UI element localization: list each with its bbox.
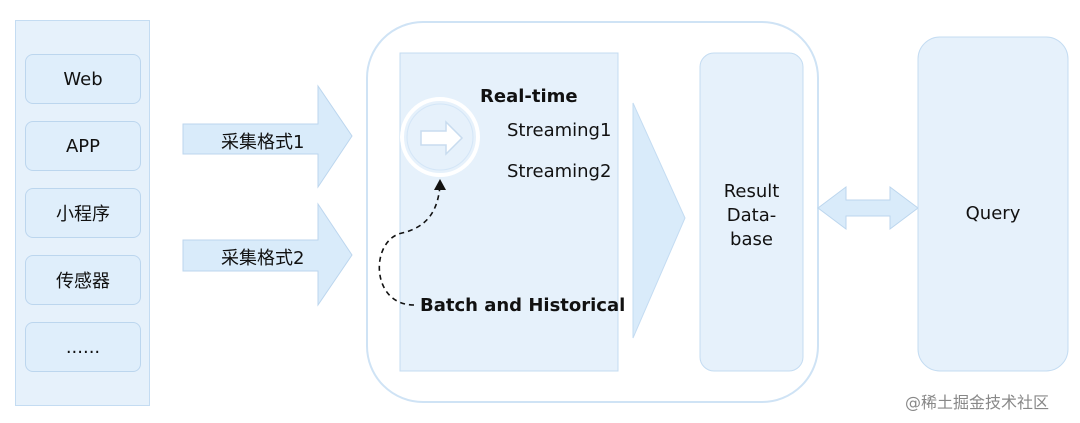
format2-label: 采集格式2 bbox=[221, 248, 305, 269]
bidirectional-arrow bbox=[817, 186, 919, 230]
query-panel bbox=[917, 36, 1069, 372]
source-mini-program-label: 小程序 bbox=[56, 204, 110, 225]
source-app-label: APP bbox=[65, 135, 101, 157]
processing-to-result-arrow bbox=[632, 102, 686, 339]
result-line3: base bbox=[730, 229, 773, 250]
batch-to-realtime-dashed-arrow bbox=[378, 185, 441, 306]
batch-historical-label: Batch and Historical bbox=[420, 295, 626, 316]
dashed-arrow-head bbox=[434, 179, 446, 190]
result-database-label: Result Data- base bbox=[700, 180, 803, 252]
source-app: APP bbox=[25, 121, 141, 171]
source-sensor: 传感器 bbox=[25, 255, 141, 305]
format2-arrow bbox=[182, 202, 353, 307]
query-label: Query bbox=[965, 203, 1021, 224]
watermark: @稀土掘金技术社区 bbox=[905, 393, 1050, 412]
realtime-title: Real-time bbox=[480, 86, 578, 107]
result-line1: Result bbox=[723, 181, 780, 202]
source-more-label: ...... bbox=[65, 336, 101, 358]
source-sensor-label: 传感器 bbox=[56, 271, 110, 292]
source-web-label: Web bbox=[63, 68, 103, 90]
result-line2: Data- bbox=[726, 205, 777, 226]
source-more: ...... bbox=[25, 322, 141, 372]
source-web: Web bbox=[25, 54, 141, 104]
source-mini-program: 小程序 bbox=[25, 188, 141, 238]
result-database-panel bbox=[699, 52, 804, 372]
right-arrow-icon bbox=[420, 120, 464, 156]
streaming2-label: Streaming2 bbox=[507, 161, 612, 182]
streaming1-label: Streaming1 bbox=[507, 120, 612, 141]
format1-label: 采集格式1 bbox=[221, 132, 305, 153]
format1-arrow bbox=[182, 84, 353, 189]
